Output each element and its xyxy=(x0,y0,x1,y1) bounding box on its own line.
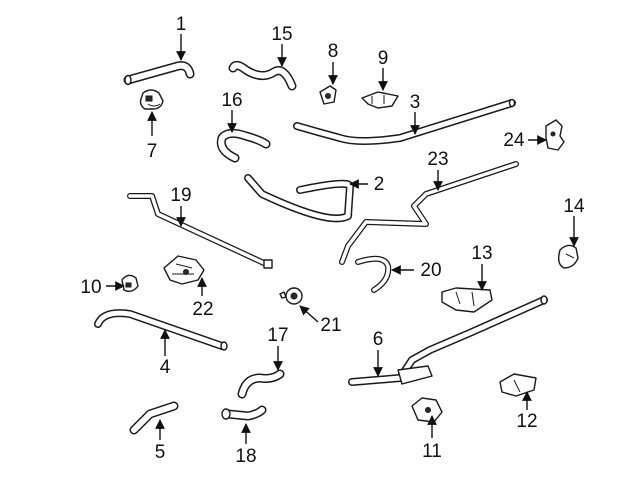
part-20-hose xyxy=(355,255,392,293)
part-19-tube xyxy=(127,193,273,269)
part-10-clamp xyxy=(121,274,139,293)
part-3-tube xyxy=(293,98,516,145)
callout-16: 16 xyxy=(221,90,242,111)
part-8-bracket xyxy=(319,85,337,105)
part-13-bracket xyxy=(441,287,493,313)
part-21-fitting xyxy=(279,287,303,305)
callout-24: 24 xyxy=(503,130,525,151)
part-24-bracket xyxy=(545,119,565,151)
callout-6: 6 xyxy=(373,329,384,350)
callout-15: 15 xyxy=(271,24,292,45)
callout-17: 17 xyxy=(267,325,288,346)
part-18-hose xyxy=(221,405,267,421)
callout-labels: 1 2 3 4 5 6 7 8 9 10 11 12 13 14 15 16 1… xyxy=(80,14,585,467)
part-22-valve xyxy=(163,255,205,285)
callout-9: 9 xyxy=(378,48,389,69)
callout-8: 8 xyxy=(328,41,339,62)
part-23-tube xyxy=(339,161,519,265)
callout-2: 2 xyxy=(374,174,385,195)
part-12-bracket xyxy=(499,373,537,397)
part-6-tube xyxy=(348,295,548,386)
callout-13: 13 xyxy=(471,243,492,264)
callout-7: 7 xyxy=(147,141,158,162)
part-17-hose xyxy=(237,369,285,399)
callout-21: 21 xyxy=(320,315,341,336)
part-5-hose xyxy=(129,401,179,435)
part-15-hose xyxy=(228,60,297,91)
part-16-hose xyxy=(216,128,271,163)
callout-22: 22 xyxy=(192,299,213,320)
leader-arrows xyxy=(106,34,579,444)
callout-11: 11 xyxy=(422,441,442,462)
part-11-bracket xyxy=(411,397,443,423)
callout-23: 23 xyxy=(427,149,448,170)
part-14-clamp xyxy=(557,244,579,269)
callout-5: 5 xyxy=(155,442,166,463)
callout-3: 3 xyxy=(410,92,421,113)
arrow-21 xyxy=(299,305,319,323)
part-7-clamp xyxy=(139,89,164,110)
callout-20: 20 xyxy=(420,260,441,281)
callout-14: 14 xyxy=(563,196,585,217)
part-4-hose xyxy=(94,309,228,351)
part-1-hose xyxy=(123,61,195,86)
callout-1: 1 xyxy=(176,14,187,35)
callout-10: 10 xyxy=(80,277,101,298)
callout-18: 18 xyxy=(235,446,256,467)
part-2-tube xyxy=(244,174,354,223)
callout-4: 4 xyxy=(160,357,171,378)
callout-19: 19 xyxy=(170,185,191,206)
callout-12: 12 xyxy=(516,411,537,432)
part-9-clip xyxy=(361,91,399,109)
